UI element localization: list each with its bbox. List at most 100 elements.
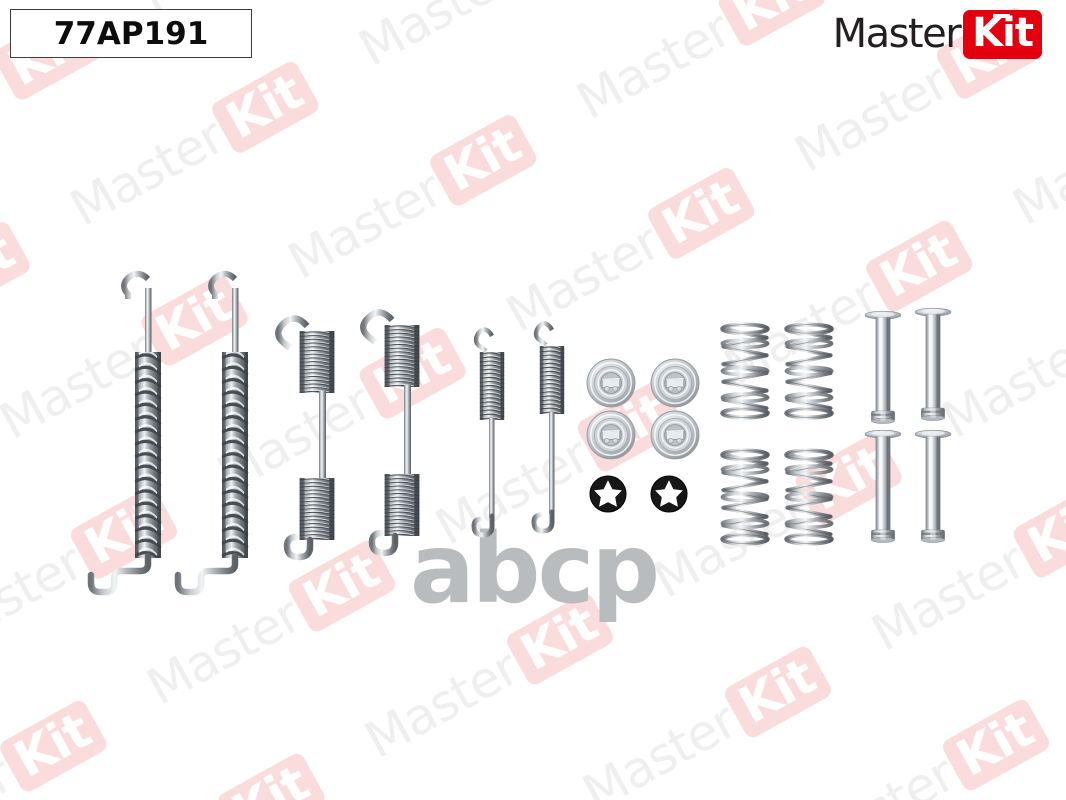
watermark-kit-box: Kit [208,58,321,156]
watermark-master-text: Master [714,265,887,397]
watermark-tile: Master Kit [0,240,307,451]
abcp-watermark: abcp [410,513,660,625]
cup-retainer-washer-group [586,358,700,460]
watermark-master-text: Master [0,532,92,664]
watermark-master-text: Master [60,107,233,238]
short-hook-spring [531,321,565,534]
watermark-tile: Master Kit [0,400,18,610]
compression-spring [787,451,832,544]
watermark-kit-text: Kit [216,61,312,150]
watermark-row: Master Kit Master Kit Master Kit Master [0,4,1046,664]
hold-down-pin-group [864,307,952,543]
hold-down-pin [864,310,902,424]
watermark-row: Master Kit Master Kit Master Kit Master [191,398,1066,800]
watermark-kit-text: Kit [1017,486,1066,575]
watermark-master-text: Master [355,638,528,770]
watermark-master-text: Master [573,691,746,800]
watermark-kit-text: Kit [729,646,825,735]
watermark-kit-box: Kit [721,643,834,741]
logo-master-text: Master [832,11,962,57]
compression-spring [723,325,768,418]
watermark-master-text: Master [0,54,15,185]
watermark-kit-box: Kit [426,111,539,209]
watermark-tile: Master Kit [0,666,165,800]
watermark-tile: Master Kit [355,559,672,770]
star-lock-washer [650,475,688,513]
watermark-master-text: Master [0,320,163,451]
logo-kit-bar [993,13,1011,18]
watermark-master-text: Master [278,160,451,291]
hold-down-pin [914,307,952,421]
watermark-kit-text: Kit [363,327,459,416]
watermark-kit-box: Kit [791,430,905,528]
watermark-row: Master Kit Master Kit Master Kit Master [44,132,1066,800]
watermark-kit-box: Kit [573,377,687,475]
watermark-master-text: Master [644,478,817,610]
cup-retainer-washer [650,358,700,408]
watermark-kit-box: Kit [862,217,975,315]
watermark-kit-box: Kit [67,484,180,582]
double-coil-spring [275,315,336,561]
logo-kit-box: Kit [963,9,1042,59]
watermark-row: Master Kit Master Kit Master Kit Master [0,0,828,610]
short-hook-spring [471,327,505,538]
watermark-kit-box: Kit [0,697,109,795]
watermark-kit-text: Kit [947,699,1043,788]
cup-retainer-washer [586,358,636,408]
hold-down-pin [914,429,952,543]
watermark-kit-box: Kit [214,750,327,800]
watermark-master-text: Master [862,531,1035,663]
watermark-master-text: Master [932,318,1066,450]
watermark-tile: Master Kit [573,612,890,800]
watermark-master-text: Master [567,0,740,131]
watermark-master-text: Master [208,373,381,504]
watermark-tile: Master Kit [285,772,601,800]
compression-spring [787,325,832,418]
watermark-tile: Master Kit [644,399,960,610]
watermark-master-text: Master [1003,105,1066,237]
watermark-kit-text: Kit [145,274,241,363]
watermark-kit-text: Kit [434,114,530,203]
watermark-tile: Master Kit [349,0,666,78]
watermark-kit-text: Kit [293,540,389,629]
masterkit-logo: Master Kit [832,9,1042,59]
watermark-kit-box: Kit [285,537,398,635]
watermark-kit-text: Kit [652,167,748,256]
watermark-master-text: Master [791,745,963,800]
watermark-kit-text: Kit [4,700,100,789]
watermark-kit-box: Kit [644,164,757,262]
watermark-kit-text: Kit [723,0,818,43]
watermark-master-text: Master [426,425,599,557]
watermark-row: Master Kit Master Kit Master Kit Master [0,0,666,316]
watermark-tile: Master Kit [67,719,383,800]
watermark-tile: Master Kit [426,346,742,557]
watermark-kit-text: Kit [870,220,966,309]
watermark-tile: Master Kit [862,452,1066,662]
watermark-kit-text: Kit [511,593,607,682]
watermark-kit-box: Kit [355,324,469,422]
watermark-kit-box: Kit [1009,483,1066,581]
watermark-kit-box: Kit [137,271,251,369]
watermark-tile: Master Kit [137,506,454,717]
long-return-spring [174,270,250,596]
watermark-tile: Master Kit [714,186,1031,397]
watermark-master-text: Master [785,53,958,184]
watermark-master-text: Master [496,213,669,344]
watermark-tile: Master Kit [496,133,813,344]
watermark-kit-text: Kit [799,433,895,522]
star-lock-washer-group [589,475,688,513]
watermark-kit-text: Kit [75,487,171,576]
double-coil-spring-group [275,309,421,561]
short-hook-spring-group [471,321,565,538]
cup-retainer-washer [586,410,636,460]
watermark-kit-box: Kit [939,696,1052,794]
watermark-tile: Master Kit [208,293,524,504]
watermark-kit-text: Kit [222,753,318,800]
watermark-kit-box: Kit [0,218,33,316]
watermark-tile: Master Kit [60,27,377,238]
watermark-tile: Master Kit [791,665,1066,800]
watermark-row: Master Kit Master Kit Master Kit Master [0,265,1066,800]
